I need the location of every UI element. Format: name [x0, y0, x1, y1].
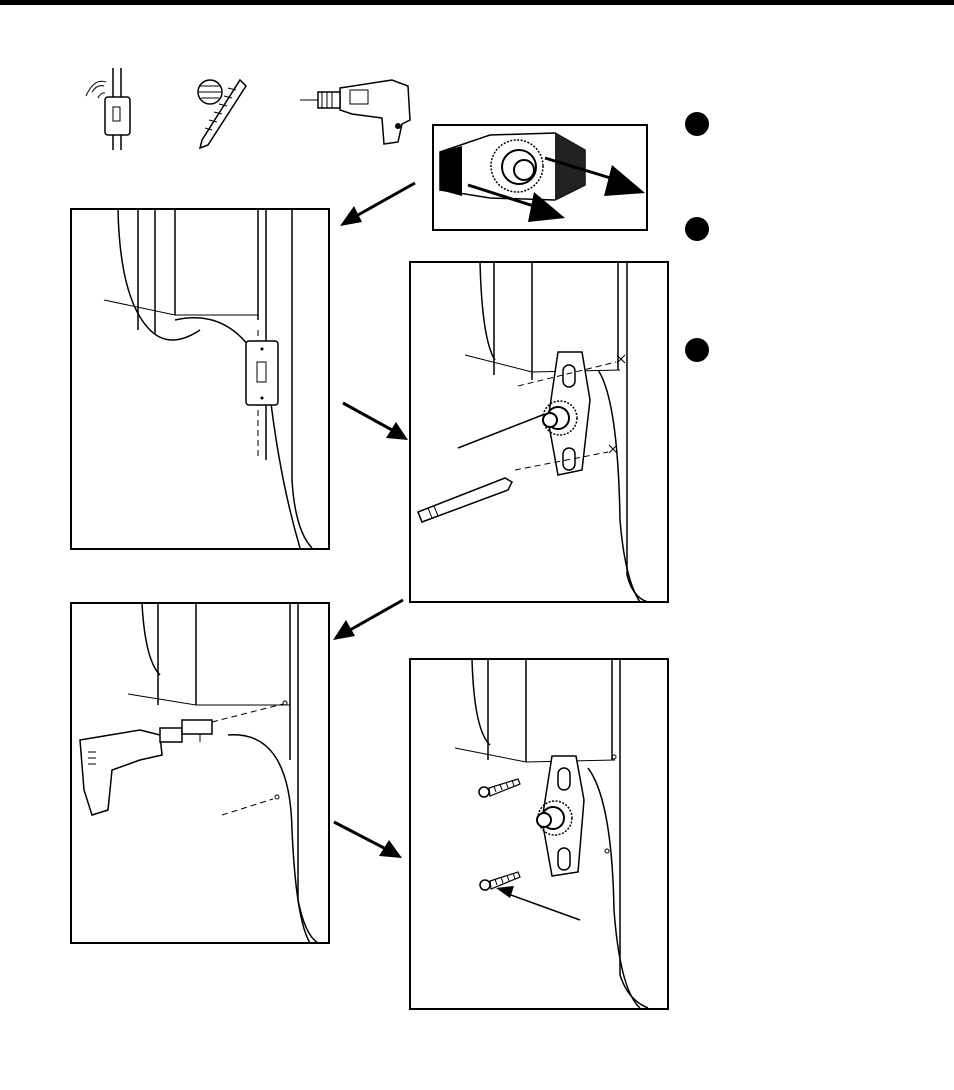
arrow-to-panel-1: [340, 183, 415, 226]
power-drill-icon: [300, 80, 410, 144]
wire-wall-panel: [71, 209, 329, 549]
wall-switch-icon: [86, 68, 130, 150]
drill-bit-icon: [198, 80, 246, 148]
step-2-marker: [685, 217, 709, 241]
step-3-marker: [685, 338, 709, 362]
drill-holes-panel: [71, 603, 329, 943]
step-1-marker: [685, 112, 709, 136]
arrow-to-panel-4: [334, 822, 402, 858]
arrow-to-panel-3: [333, 600, 403, 640]
arrow-to-panel-2: [343, 403, 408, 440]
button-detail-box: [433, 125, 647, 230]
mark-holes-panel: [410, 262, 668, 602]
screw-mount-panel: [410, 659, 668, 1009]
